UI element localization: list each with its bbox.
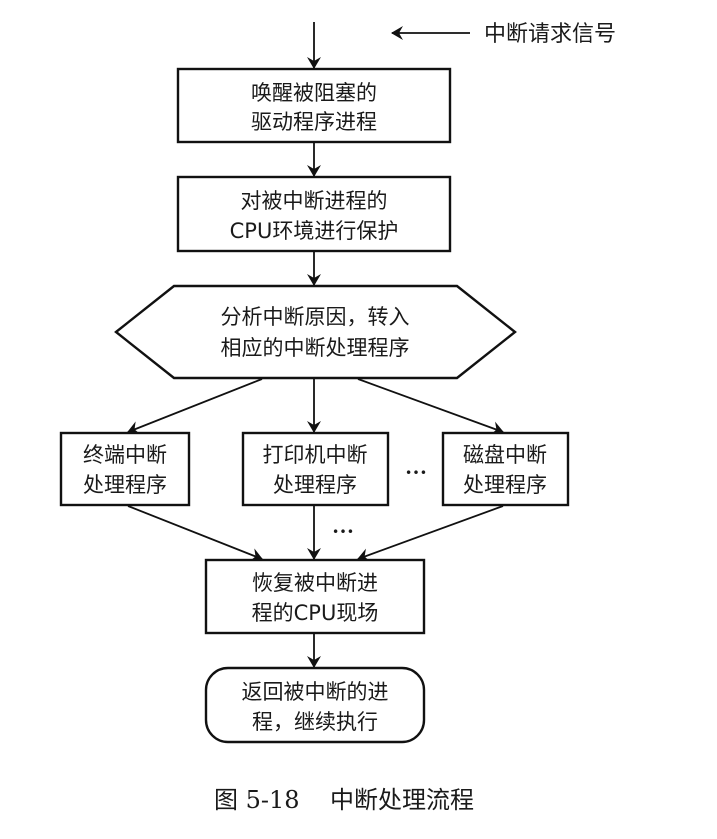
- node-wake-line-1: 唤醒被阻塞的: [251, 81, 377, 105]
- node-printer: 打印机中断 处理程序: [241, 431, 390, 507]
- node-disk-line-2: 处理程序: [463, 473, 547, 497]
- figure-number: 图 5-18: [214, 786, 300, 814]
- node-analyze-line-2: 相应的中断处理程序: [221, 336, 410, 360]
- edge-terminal-to-restore: [127, 505, 263, 562]
- node-restore-line-1: 恢复被中断进: [252, 571, 378, 595]
- node-disk: 磁盘中断 处理程序: [441, 431, 570, 507]
- node-disk-line-1: 磁盘中断: [463, 443, 547, 467]
- node-analyze-line-1: 分析中断原因，转入: [221, 305, 410, 329]
- node-return-line-2: 程，继续执行: [252, 710, 378, 734]
- figure-title: 中断处理流程: [330, 786, 474, 814]
- interrupt-signal-label: 中断请求信号: [484, 22, 616, 47]
- node-wake-line-2: 驱动程序进程: [251, 110, 377, 134]
- node-return-line-1: 返回被中断的进: [242, 680, 389, 704]
- node-analyze: 分析中断原因，转入 相应的中断处理程序: [114, 284, 517, 380]
- node-protect-line-1: 对被中断进程的: [241, 189, 388, 213]
- node-terminal: 终端中断 处理程序: [59, 431, 191, 507]
- node-terminal-line-2: 处理程序: [83, 473, 167, 497]
- ellipsis-merge: …: [332, 513, 354, 538]
- node-printer-line-2: 处理程序: [273, 473, 357, 497]
- ellipsis-handlers: …: [405, 454, 427, 479]
- node-restore-line-2: 程的CPU现场: [252, 601, 379, 625]
- edge-disk-to-restore: [357, 505, 504, 562]
- node-return: 返回被中断的进 程，继续执行: [204, 666, 426, 744]
- edge-analyze-to-terminal: [127, 378, 263, 435]
- node-wake: 唤醒被阻塞的 驱动程序进程: [176, 67, 452, 144]
- node-protect-line-2: CPU环境进行保护: [230, 219, 399, 243]
- node-restore: 恢复被中断进 程的CPU现场: [204, 558, 426, 635]
- edge-analyze-to-disk: [357, 378, 504, 435]
- node-protect: 对被中断进程的 CPU环境进行保护: [176, 175, 452, 253]
- node-terminal-line-1: 终端中断: [83, 443, 167, 467]
- node-printer-line-1: 打印机中断: [263, 443, 368, 467]
